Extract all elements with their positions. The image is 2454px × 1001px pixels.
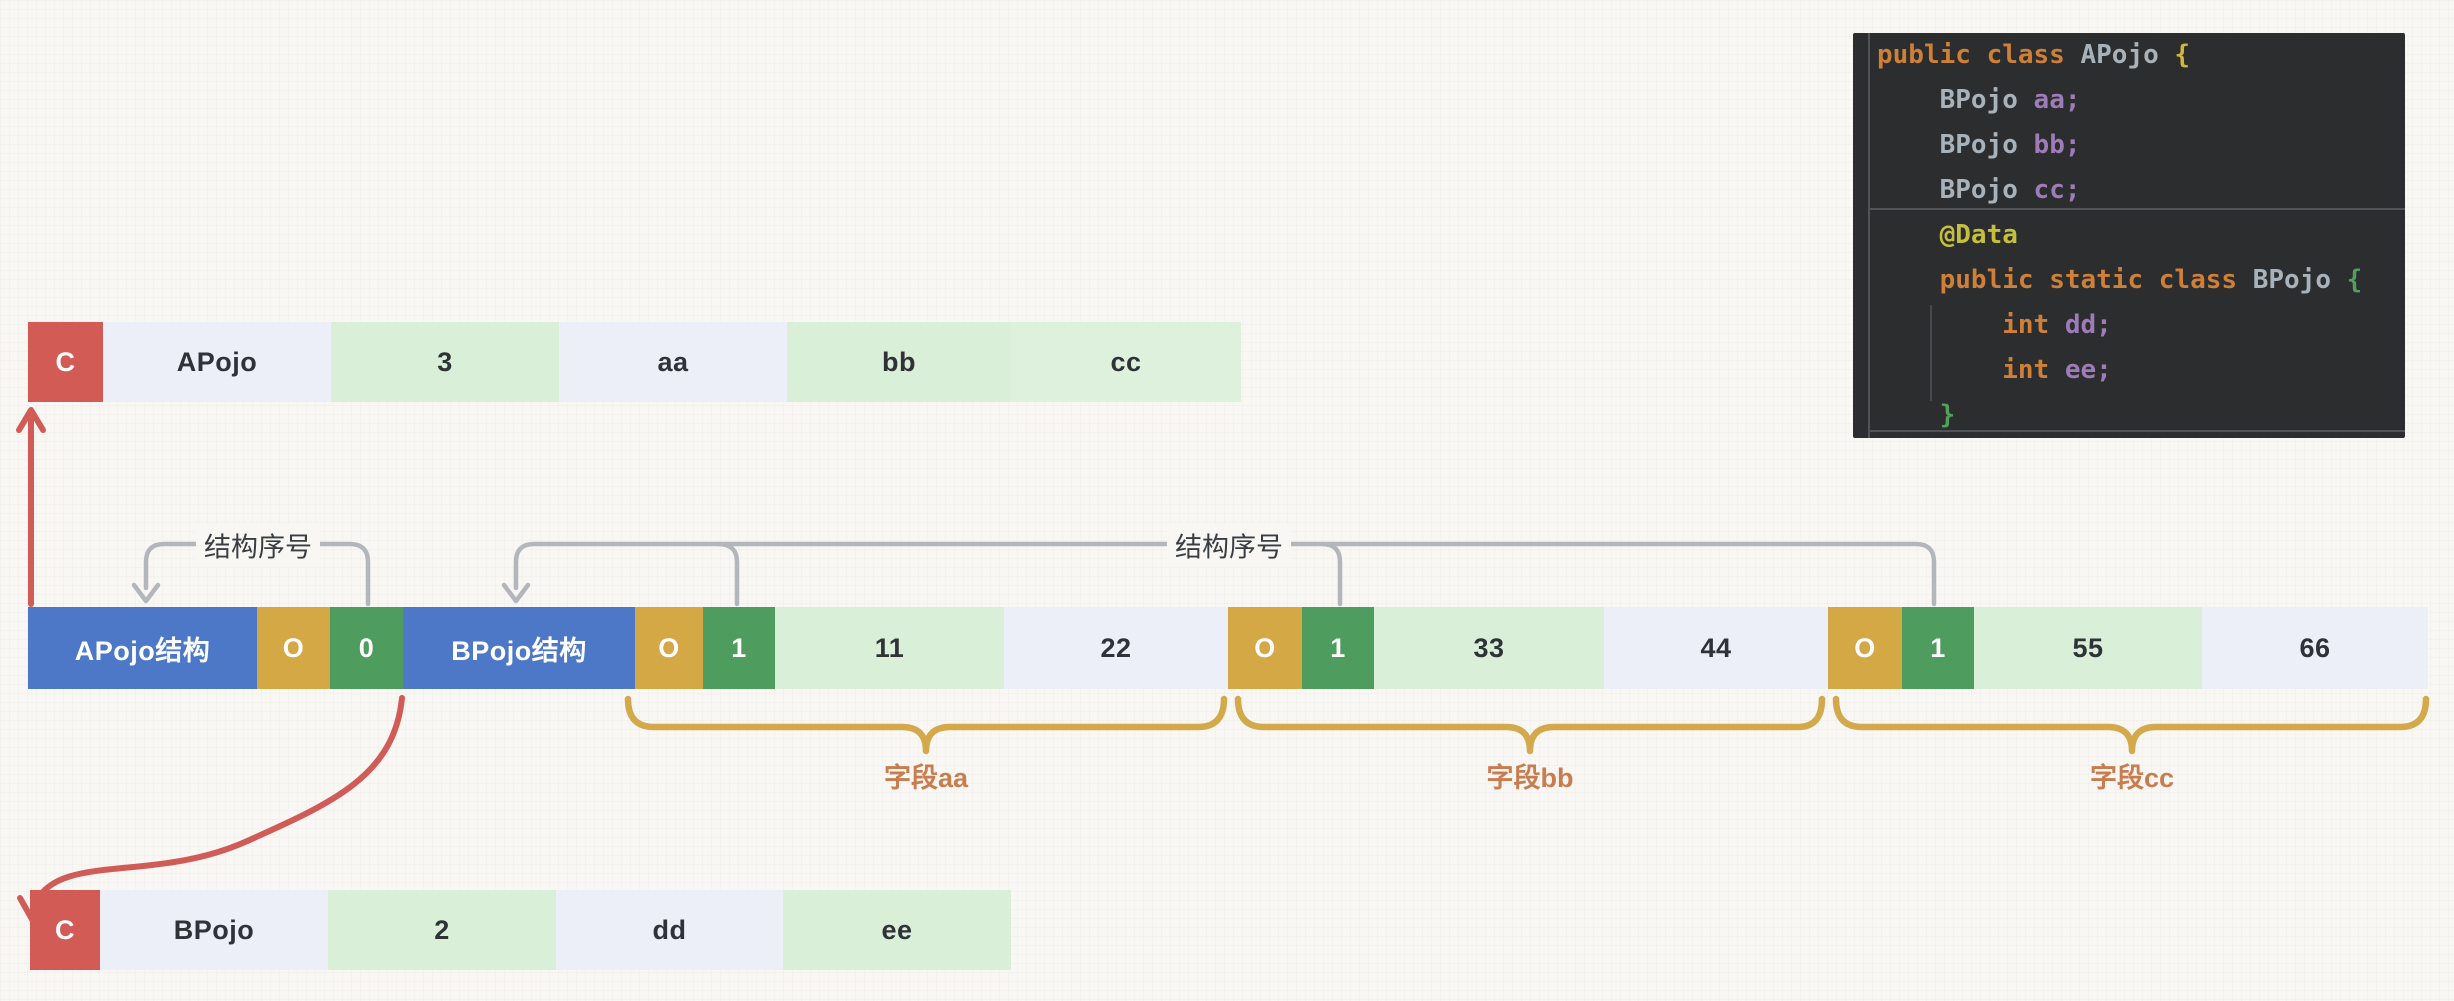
bar-cell-BPojo: BPojo — [100, 890, 328, 970]
code-token: aa; — [2033, 85, 2081, 115]
bar-cell-C: C — [28, 322, 103, 402]
brace-field-aa — [624, 695, 1228, 755]
indent-guide-line — [1930, 305, 1932, 401]
struct-index-label-right: 结构序号 — [1167, 523, 1291, 567]
code-token — [1877, 265, 1940, 295]
code-token: public class — [1877, 40, 2081, 70]
code-token: dd; — [2064, 310, 2112, 340]
bar-cell-bb: bb — [787, 322, 1011, 402]
code-token: int — [2002, 355, 2065, 385]
code-line: BPojo aa; — [1877, 78, 2405, 123]
code-line: BPojo bb; — [1877, 123, 2405, 168]
code-token: cc; — [2033, 175, 2081, 205]
code-token: BPojo — [2252, 265, 2347, 295]
bar-cell-55: 55 — [1974, 607, 2202, 689]
code-token — [1877, 175, 1940, 205]
code-separator-bottom — [1868, 430, 2405, 432]
code-line: } — [1877, 393, 2405, 438]
bar-cell-APojo: APojo — [103, 322, 331, 402]
field-aa-label: 字段aa — [883, 763, 969, 793]
code-line: int dd; — [1877, 303, 2405, 348]
bar-cell-11: 11 — [775, 607, 1004, 689]
bar-cell-cc: cc — [1011, 322, 1241, 402]
bar-cell-66: 66 — [2202, 607, 2428, 689]
bar-cell-2: 2 — [328, 890, 556, 970]
code-token: ee; — [2064, 355, 2112, 385]
bar-cell-3: 3 — [331, 322, 559, 402]
struct-index-label-left: 结构序号 — [196, 523, 320, 567]
bar-cell-aa: aa — [559, 322, 787, 402]
code-token: int — [2002, 310, 2065, 340]
code-token: { — [2346, 265, 2363, 295]
bar-cell-22: 22 — [1004, 607, 1228, 689]
code-token: { — [2174, 40, 2191, 70]
code-separator-top — [1868, 208, 2405, 210]
code-token: bb; — [2033, 130, 2081, 160]
field-cc-label: 字段cc — [2089, 763, 2175, 793]
field-bb-label: 字段bb — [1486, 763, 1574, 793]
code-token — [1877, 310, 2002, 340]
bar-cell-C: C — [30, 890, 100, 970]
code-token — [1877, 85, 1940, 115]
code-token: BPojo — [1939, 130, 2034, 160]
code-token: } — [1939, 400, 1956, 430]
code-token: BPojo — [1939, 175, 2034, 205]
bar-cell-O: O — [1228, 607, 1302, 689]
code-snippet-panel: public class APojo { BPojo aa; BPojo bb;… — [1853, 33, 2405, 438]
bar-cell-O: O — [1828, 607, 1902, 689]
bar-cell-1: 1 — [1302, 607, 1374, 689]
brace-field-bb — [1234, 695, 1826, 755]
bar-cell-O: O — [257, 607, 330, 689]
code-token: APojo — [2080, 40, 2175, 70]
bar-cell-APojo结构: APojo结构 — [28, 607, 257, 689]
red-arrow-to-bpojo-bar — [17, 695, 405, 924]
code-line: BPojo cc; — [1877, 168, 2405, 213]
bar-cell-ee: ee — [783, 890, 1011, 970]
code-line: public class APojo { — [1877, 33, 2405, 78]
code-token — [1877, 220, 1940, 250]
code-token — [1877, 400, 1940, 430]
code-token — [1877, 355, 2002, 385]
bar-cell-33: 33 — [1374, 607, 1604, 689]
code-token — [1877, 130, 1940, 160]
bar-cell-1: 1 — [703, 607, 775, 689]
editor-gutter-line — [1868, 33, 1870, 438]
bar-cell-1: 1 — [1902, 607, 1974, 689]
code-line: @Data — [1877, 213, 2405, 258]
code-token: @Data — [1939, 220, 2018, 250]
bar-cell-O: O — [635, 607, 703, 689]
bar-cell-0: 0 — [330, 607, 403, 689]
code-line: public static class BPojo { — [1877, 258, 2405, 303]
bar-cell-BPojo结构: BPojo结构 — [403, 607, 635, 689]
code-token: public static class — [1939, 265, 2253, 295]
code-token: BPojo — [1939, 85, 2034, 115]
bar-cell-dd: dd — [556, 890, 783, 970]
code-line: int ee; — [1877, 348, 2405, 393]
bar-cell-44: 44 — [1604, 607, 1828, 689]
red-arrow-to-apojo-bar — [16, 407, 46, 607]
code-lines: public class APojo { BPojo aa; BPojo bb;… — [1853, 33, 2405, 438]
brace-field-cc — [1832, 695, 2430, 755]
